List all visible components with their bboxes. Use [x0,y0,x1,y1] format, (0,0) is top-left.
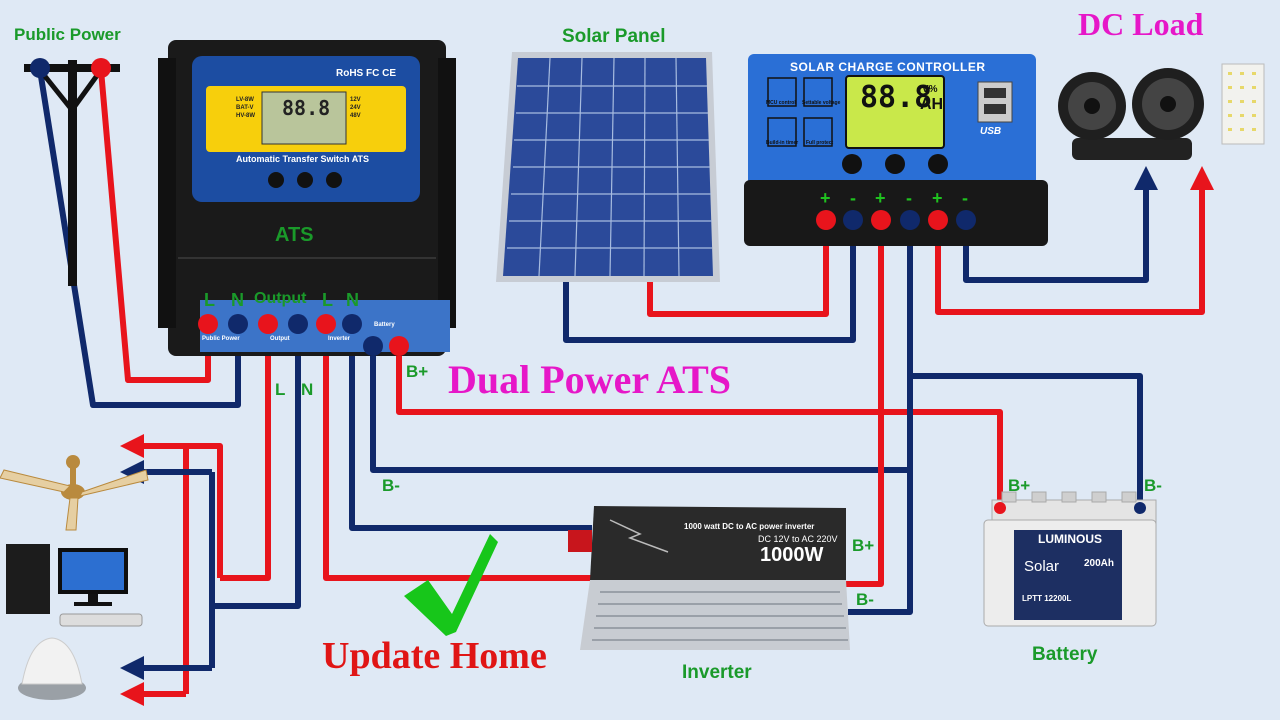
dc-fan-icon [1058,68,1204,160]
ats-terminal-battery: Battery [374,322,395,328]
wire-load-minus [963,186,1149,283]
controller-btn-mcu: MCU control [766,100,796,106]
inverter-model-line: 1000 watt DC to AC power inverter [684,522,815,531]
controller-terminal-6: - [962,188,968,208]
solar-panel-icon [496,52,720,282]
wire-ctrl-to-bat-minus [910,373,1143,512]
wire-label-output-l: L [275,380,286,399]
wire-output-l [220,324,271,581]
arrow-lamp-n [120,656,144,680]
ats-terminal-public-power: Public Power [202,336,240,342]
wire-label-inv-bplus: B+ [852,536,875,555]
wire-label-ats-bplus: B+ [406,362,429,381]
controller-terminal-3: + [875,188,886,208]
utility-pole-icon [24,58,120,286]
battery-series: Solar [1024,558,1060,575]
main-title: Dual Power ATS [448,357,731,402]
wire-label-bat-bplus: B+ [1008,476,1031,495]
controller-terminal-2: - [850,188,856,208]
ats-terminal-output: Output [270,336,290,342]
wire-solar-minus [563,220,856,343]
battery-label: Battery [1032,644,1098,665]
controller-terminal-4: - [906,188,912,208]
controller-display-unit-bottom: AH [920,96,944,113]
wire-label-inv-bminus: B- [856,590,874,609]
wire-label-output-n: N [301,380,314,399]
battery-capacity: 200Ah [1084,558,1115,569]
wire-inverter-n [349,324,592,531]
wire-load-bus-l2 [186,443,223,578]
battery-brand: LUMINOUS [1038,532,1102,546]
inverter-power: 1000W [760,544,824,566]
ceiling-fan-icon [0,455,149,531]
check-mark-icon [404,534,498,636]
controller-btn-settable: Settable voltage [802,100,841,106]
controller-terminal-5: + [932,188,943,208]
ats-output-label: Output [254,290,307,307]
ats-label: ATS [275,224,314,246]
public-power-label: Public Power [14,25,121,44]
wire-ats-bminus [370,346,910,473]
arrow-lamp-l [120,682,144,706]
wire-ats-bplus [396,346,1003,512]
inverter-label: Inverter [682,662,752,683]
wire-label-bat-bminus: B- [1144,476,1162,495]
wire-label-ats-bminus: B- [382,476,400,495]
wire-output-n [210,324,301,609]
controller-btn-timer: Build-in timer [766,140,799,146]
update-home-text: Update Home [322,635,547,677]
ats-cert-marks: RoHS FC CE [336,68,396,79]
wire-ctrl-bat-plus [846,220,884,587]
controller-title: SOLAR CHARGE CONTROLLER [790,60,986,74]
ats-display-left: LV-8W BAT-V HV-8W [236,97,256,119]
wire-ctrl-bat-minus [848,220,913,615]
ats-display-right: 12V 24V 48V [350,97,361,119]
controller-display-value: 88.8 [860,80,933,115]
ats-unit [158,40,456,356]
wire-solar-plus [647,220,829,317]
arrow-dc-load-minus [1134,166,1158,190]
wire-public-n [37,69,241,408]
ats-terminal-n1: N [231,290,244,310]
led-panel-icon [1221,63,1265,145]
ceiling-lamp-icon [18,637,86,700]
ats-terminal-l2: L [322,290,333,310]
ats-display-value: 88.8 [282,96,331,120]
battery-unit [983,491,1157,627]
charge-controller-unit [744,54,1048,246]
dc-load-label: DC Load [1078,6,1204,42]
controller-display-unit-top: V% [922,84,938,95]
wire-load-plus [935,186,1205,315]
ats-terminal-inverter: Inverter [328,336,351,342]
wire-inverter-l [323,324,592,581]
ats-terminal-l1: L [204,290,215,310]
inverter-spec-line: DC 12V to AC 220V [758,534,838,544]
ats-terminal-n2: N [346,290,359,310]
arrow-fan-l [120,434,144,458]
inverter-unit [568,506,850,650]
ats-name: Automatic Transfer Switch ATS [236,154,370,164]
controller-terminal-1: + [820,188,831,208]
controller-usb: USB [980,126,1002,137]
controller-btn-protect: Full protect [806,140,834,146]
battery-model: LPTT 12200L [1022,594,1072,603]
arrow-dc-load-plus [1190,166,1214,190]
desktop-computer-icon [6,544,143,627]
solar-panel-label: Solar Panel [562,26,666,47]
